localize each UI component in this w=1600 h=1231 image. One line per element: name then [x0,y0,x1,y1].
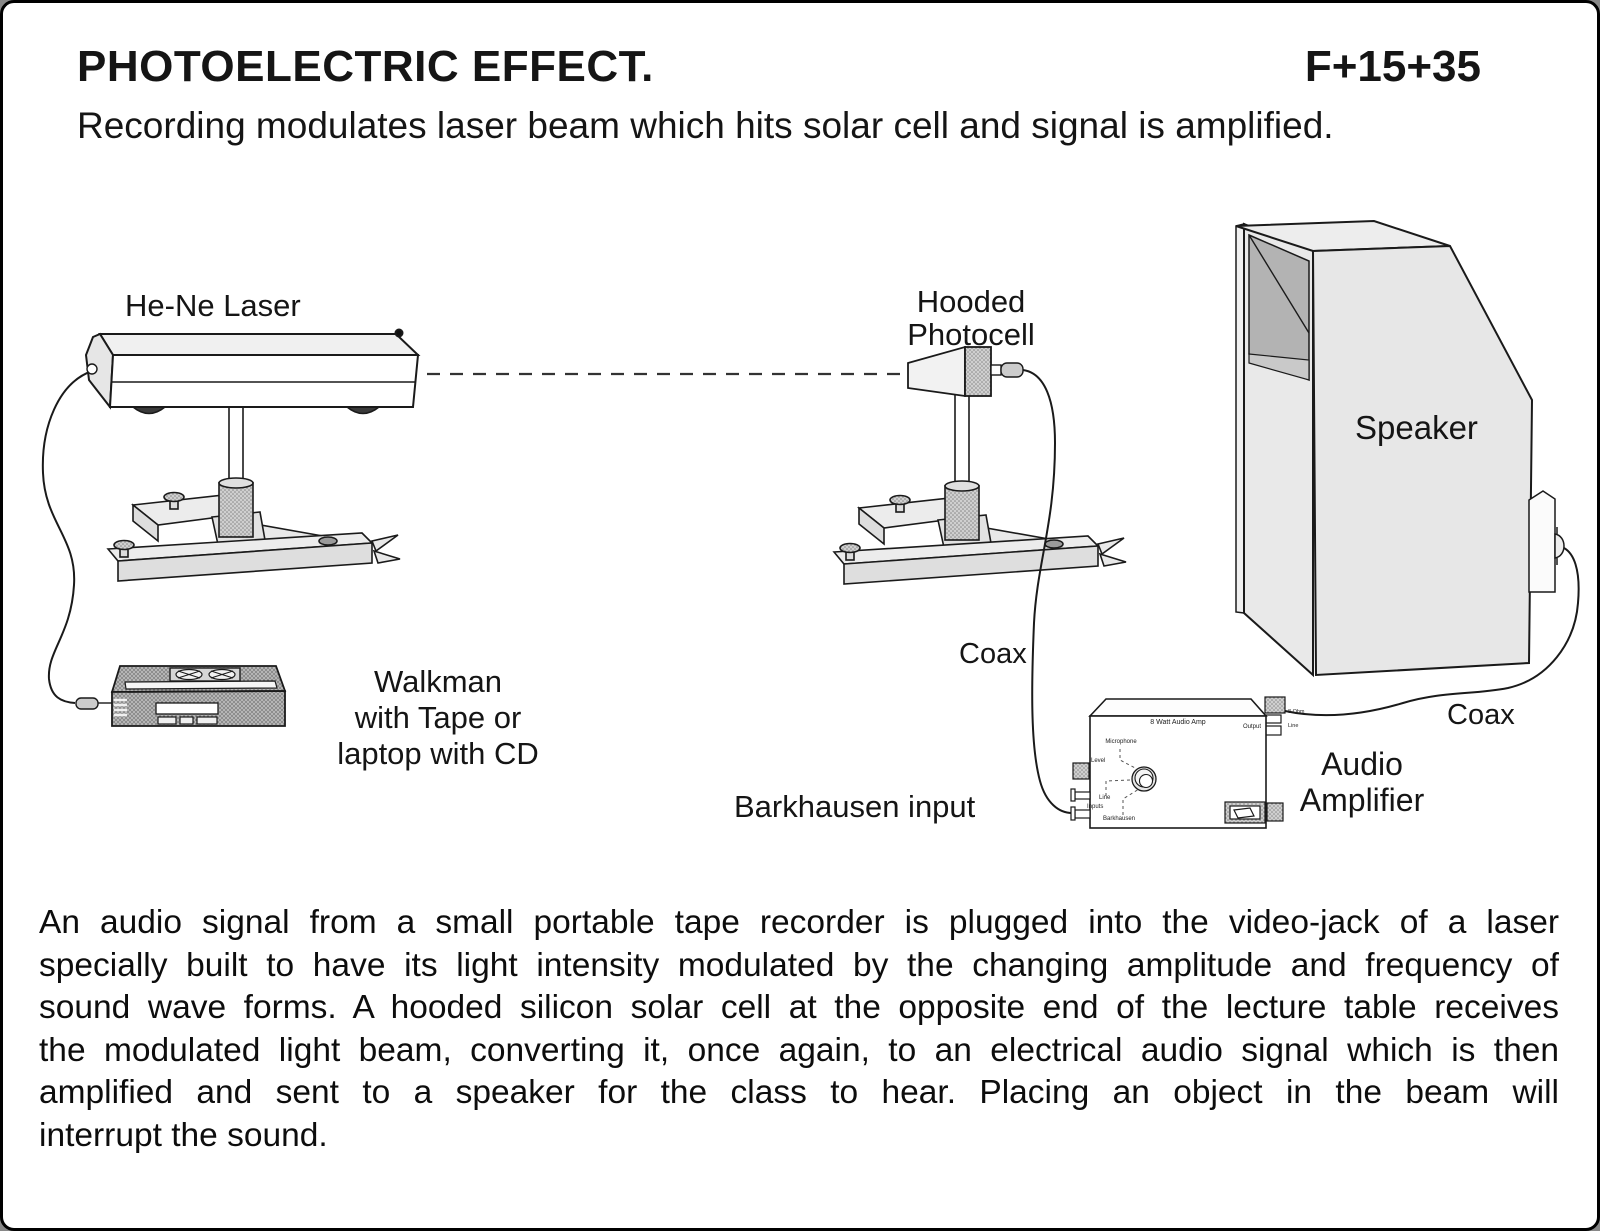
description-line: An audio signal from a small portable ta… [39,904,1559,941]
amp-faceplate-title: 8 Watt Audio Amp [1150,719,1206,726]
speaker-terminal [1528,490,1565,593]
cable-amp-speaker [1284,547,1580,717]
amplifier-label-line2: Amplifier [1299,781,1425,818]
catalog-code: F+15+35 [1304,42,1481,91]
amp-output-label: Output [1243,724,1262,730]
photocell-stand [833,388,1127,585]
cable-laser-walkman [41,370,93,704]
amp-line-input-label: Line [1099,795,1111,801]
description-line: interrupt the sound. [39,1116,328,1154]
amp-inputs-label: Inputs [1087,804,1104,810]
description-line: amplified and sent to a speaker for the … [39,1074,1559,1112]
amplifier-label: Audio Amplifier [1291,746,1433,819]
source-label-line2: with Tape or [354,699,522,735]
cable-photocell-amp [1022,369,1073,814]
equipment-diagram [41,219,1580,829]
description-line: the modulated light beam, converting it,… [39,1031,1559,1069]
amp-level-label: Level [1091,758,1106,764]
photocell-drawing [907,345,1024,398]
laser-stand [107,385,401,582]
amplifier-drawing [1070,696,1286,829]
amplifier-label-line1: Audio [1321,746,1403,782]
coax-label-photocell: Coax [959,638,1027,670]
speaker-label: Speaker [1355,409,1478,446]
amp-input-jacks [1070,788,1091,821]
description-line: specially built to have its light intens… [39,946,1559,984]
page-subtitle: Recording modulates laser beam which hit… [77,105,1334,146]
amp-knob-leader-lines [1105,749,1140,815]
amp-barkhausen-label: Barkhausen [1103,816,1136,822]
description-line: sound wave forms. A hooded silicon solar… [39,989,1559,1027]
laser-drawing [84,328,421,415]
page-title: PHOTOELECTRIC EFFECT. [77,42,654,91]
photocell-label-line2: Photocell [907,317,1035,353]
photocell-label: Hooded Photocell [883,285,1059,352]
speaker-drawing [1235,219,1565,678]
amp-power-switch [1224,801,1266,824]
coax-label-speaker: Coax [1447,699,1515,731]
source-label: Walkman with Tape or laptop with CD [331,664,545,772]
amp-microphone-label: Microphone [1105,739,1137,745]
description-paragraph: An audio signal from a small portable ta… [39,904,1559,1160]
amp-knob [1131,766,1157,792]
laser-label: He-Ne Laser [125,288,301,323]
barkhausen-input-label: Barkhausen input [734,789,976,824]
photocell-label-line1: Hooded [916,284,1026,319]
amp-8ohm-jack-label: 8 Ohm [1288,709,1305,715]
source-label-line3: laptop with CD [337,735,539,771]
walkman-drawing [75,665,287,727]
source-label-line1: Walkman [373,664,503,699]
amp-line-jack-label: Line [1288,723,1299,729]
